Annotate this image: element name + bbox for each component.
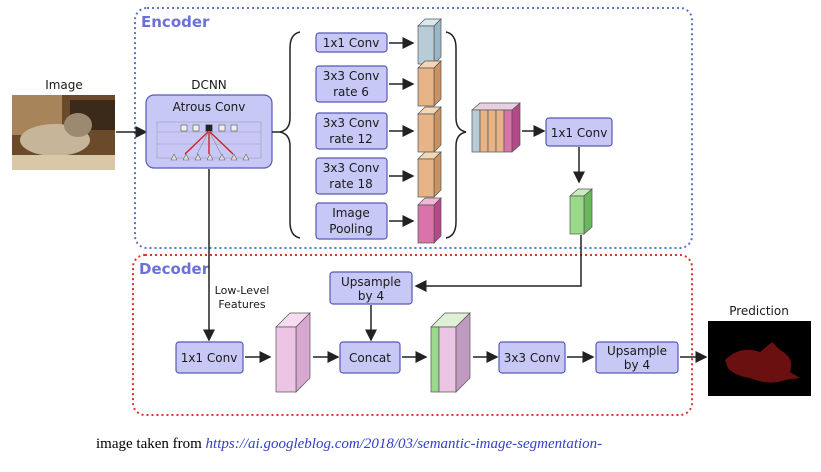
branch-3x3-rate6 [315, 65, 388, 103]
concat-label: Concat [349, 351, 391, 365]
branch-3x3-rate18-line2: rate 18 [329, 177, 372, 191]
decoder-concat-features [430, 312, 471, 393]
low-level-feature-map [275, 312, 311, 393]
decoder-3x3-conv-label: 3x3 Conv [504, 351, 561, 365]
encoder-label: Encoder [141, 13, 210, 31]
feature-map-pooling [417, 197, 442, 244]
feature-map-1x1 [417, 18, 442, 65]
feature-map-rate6 [417, 60, 442, 107]
caption-prefix: image taken from [96, 436, 206, 452]
decoder-upsample-2 [595, 341, 679, 374]
branch-3x3-rate18-line1: 3x3 Conv [323, 161, 380, 175]
encoder-1x1-conv [545, 117, 613, 147]
decoder-upsample-2-line1: Upsample [607, 344, 667, 358]
decoder-upsample-2-line2: by 4 [624, 358, 650, 372]
branch-brace-right [445, 31, 467, 239]
decoder-upsample-1 [329, 271, 413, 305]
concat-block [339, 341, 401, 374]
branch-image-pooling-line1: Image [332, 206, 370, 220]
dcnn-label: DCNN [191, 78, 227, 92]
branch-3x3-rate12 [315, 112, 388, 150]
encoder-1x1-conv-label: 1x1 Conv [551, 126, 608, 140]
encoder-output-feature [569, 188, 593, 235]
branch-1x1-conv [315, 32, 388, 53]
input-label: Image [45, 78, 83, 92]
concatenated-features [471, 102, 521, 153]
decoder-label: Decoder [139, 260, 210, 278]
feature-map-rate12 [417, 106, 442, 153]
branch-brace-left [279, 31, 301, 239]
feature-map-rate18 [417, 151, 442, 198]
atrous-conv-illustration [156, 121, 262, 161]
atrous-conv-label: Atrous Conv [173, 100, 246, 114]
decoder-upsample-1-line2: by 4 [358, 289, 384, 303]
decoder-1x1-conv [175, 341, 244, 374]
caption-link[interactable]: https://ai.googleblog.com/2018/03/semant… [206, 436, 603, 452]
input-image [12, 95, 115, 170]
branch-3x3-rate18 [315, 157, 388, 195]
branch-3x3-rate6-line2: rate 6 [333, 85, 369, 99]
decoder-3x3-conv [498, 341, 566, 374]
source-caption: image taken from https://ai.googleblog.c… [96, 436, 602, 452]
low-level-label-bg [214, 282, 276, 312]
prediction-label: Prediction [729, 304, 789, 318]
low-level-label-line1: Low-Level [215, 284, 270, 297]
branch-3x3-rate6-line1: 3x3 Conv [323, 69, 380, 83]
branch-image-pooling-line2: Pooling [329, 222, 372, 236]
encoder-to-upsample-arrow [414, 235, 582, 292]
branch-3x3-rate12-line2: rate 12 [329, 132, 372, 146]
encoder-region [134, 7, 693, 249]
decoder-upsample-1-line1: Upsample [341, 275, 401, 289]
decoder-region [132, 254, 693, 416]
branch-image-pooling [315, 202, 388, 240]
decoder-1x1-conv-label: 1x1 Conv [181, 351, 238, 365]
branch-3x3-rate12-line1: 3x3 Conv [323, 116, 380, 130]
prediction-image [708, 321, 811, 396]
branch-1x1-conv-label: 1x1 Conv [323, 36, 380, 50]
low-level-label-line2: Features [218, 298, 266, 311]
